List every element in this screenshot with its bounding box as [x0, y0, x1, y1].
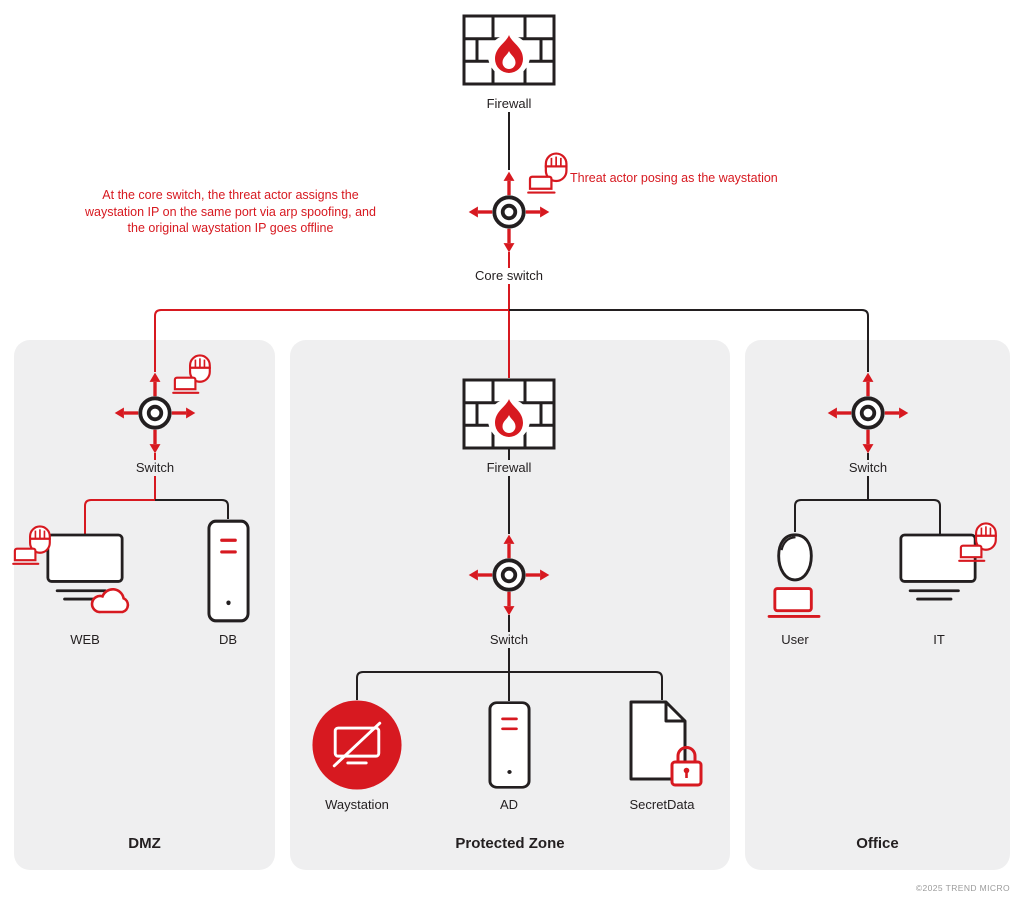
it-label: IT — [933, 632, 945, 647]
protected-switch-icon — [467, 533, 551, 617]
ad-server-icon — [487, 700, 532, 790]
waystation-offline-icon — [311, 699, 403, 791]
web-threat-actor-icon — [12, 524, 58, 570]
protected-switch-label: Switch — [469, 632, 549, 648]
it-threat-actor-icon — [958, 521, 1004, 567]
protected-firewall-label: Firewall — [469, 460, 549, 476]
secretdata-label: SecretData — [629, 797, 695, 812]
db-label: DB — [218, 632, 238, 647]
dmz-zone-title: DMZ — [128, 835, 161, 852]
office-switch-label: Switch — [828, 460, 908, 476]
core-switch-icon — [467, 170, 551, 254]
protected-zone-title: Protected Zone — [455, 835, 565, 852]
firewall-label: Firewall — [486, 96, 532, 111]
office-zone-title: Office — [856, 835, 899, 852]
waystation-label: Waystation — [325, 797, 389, 812]
web-cloud-icon — [90, 585, 134, 615]
ad-label: AD — [499, 797, 519, 812]
arp-spoofing-annotation: At the core switch, the threat actor ass… — [85, 188, 376, 235]
dmz-switch-label: Switch — [115, 460, 195, 476]
copyright-text: ©2025 TREND MICRO — [915, 883, 1010, 893]
dmz-threat-actor-icon — [172, 353, 218, 399]
office-switch-icon — [826, 371, 910, 455]
threat-actor-caption: Threat actor posing as the waystation — [570, 171, 778, 185]
user-person-icon — [766, 530, 824, 626]
firewall-icon — [462, 14, 556, 86]
core-switch-label: Core switch — [449, 268, 569, 284]
web-label: WEB — [70, 632, 100, 647]
user-label: User — [781, 632, 809, 647]
protected-firewall-icon — [462, 378, 556, 450]
secretdata-document-lock-icon — [628, 699, 706, 791]
db-server-icon — [206, 518, 251, 624]
